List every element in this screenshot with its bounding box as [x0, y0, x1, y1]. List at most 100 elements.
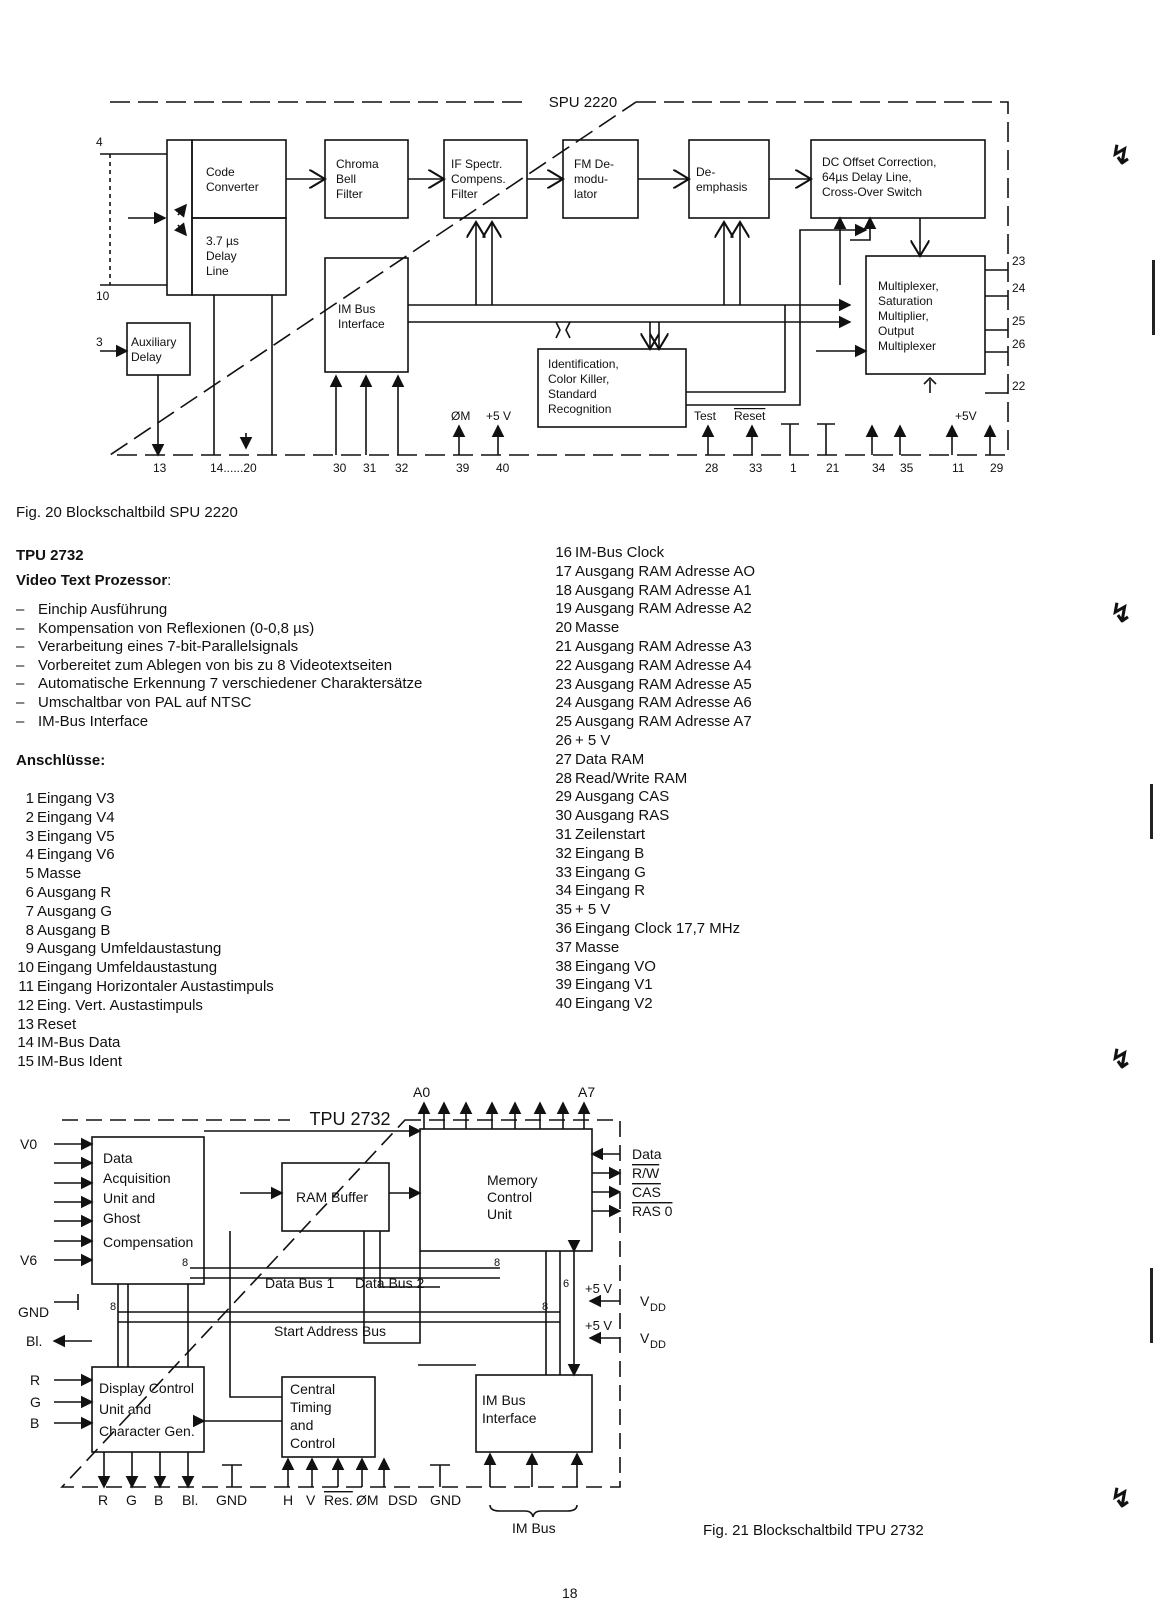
address-a0-label: A0	[413, 1084, 430, 1100]
pin-label: Ausgang RAM Adresse A7	[575, 713, 752, 731]
pin-13: 13	[153, 461, 167, 475]
auxiliary-delay-block	[126, 322, 191, 376]
pin-number: 16	[555, 544, 572, 561]
memory-label-2: Control	[487, 1189, 532, 1205]
pin-label: + 5 V	[575, 731, 611, 749]
pin-label: Eingang Clock 17,7 MHz	[575, 919, 741, 937]
fm-demod-label-1: FM De-	[574, 157, 614, 171]
signal-5v-a: +5 V	[486, 409, 511, 423]
im-bus-label-2: Interface	[338, 317, 385, 331]
pin-label: Ausgang B	[37, 921, 111, 939]
bottom-signal-h: H	[283, 1492, 293, 1508]
pin-number: 15	[17, 1053, 34, 1071]
pin-label: Zeilenstart	[575, 825, 646, 843]
pin-30: 30	[333, 461, 347, 475]
if-spectr-label-1: IF Spectr.	[451, 157, 502, 171]
feature-item: IM-Bus Interface	[16, 713, 422, 732]
mux-label-2: Saturation	[878, 294, 933, 308]
pin-number: 27	[555, 750, 572, 768]
pin-number: 18	[555, 581, 572, 599]
bus-width-3: 8	[110, 1301, 116, 1313]
bus-width-4: 8	[542, 1301, 548, 1313]
right-signal-cas: CAS	[632, 1184, 661, 1200]
fm-demod-label-2: modu-	[574, 172, 608, 186]
display-label-1: Display Control	[99, 1380, 194, 1396]
feature-item: Umschaltbar von PAL auf NTSC	[16, 694, 422, 713]
vdd-b-sub: DD	[650, 1339, 666, 1351]
bottom-signal-res: Res.	[324, 1492, 353, 1508]
margin-bar	[1152, 260, 1155, 335]
pin-label: IM-Bus Clock	[575, 544, 665, 561]
timing-label-3: and	[290, 1417, 313, 1433]
im-bus-label-2: Interface	[482, 1410, 537, 1426]
pin-number: 14	[17, 1034, 34, 1052]
code-converter-label-1: Code	[206, 165, 235, 179]
pin-label: Eing. Vert. Austastimpuls	[37, 996, 203, 1014]
pin-label: Eingang B	[575, 844, 645, 862]
bottom-signal-phim: ØM	[356, 1492, 379, 1508]
pin-29: 29	[990, 461, 1004, 475]
pin-number: 10	[17, 959, 34, 977]
dc-offset-label-3: Cross-Over Switch	[822, 185, 922, 199]
pin-32: 32	[395, 461, 409, 475]
tpu-title: TPU 2732	[16, 547, 84, 564]
pin-label: Ausgang RAM Adresse A3	[575, 637, 752, 655]
pin-number: 30	[555, 807, 572, 825]
pin-label: Eingang V4	[37, 808, 115, 826]
feature-list: Einchip Ausführung Kompensation von Refl…	[16, 601, 422, 731]
plus5v-b: +5 V	[585, 1318, 612, 1333]
signal-reset: Reset	[734, 409, 766, 423]
feature-item: Automatische Erkennung 7 verschiedener C…	[16, 675, 422, 694]
vdd-b: V	[640, 1330, 650, 1346]
pin-label: IM-Bus Ident	[37, 1053, 123, 1071]
chroma-label-3: Filter	[336, 187, 363, 201]
pin-list-item: 26+ 5 V	[550, 732, 755, 751]
pin-number: 40	[555, 995, 572, 1013]
figure-21-caption: Fig. 21 Blockschaltbild TPU 2732	[703, 1522, 924, 1539]
pin-number: 25	[555, 713, 572, 731]
timing-label-2: Timing	[290, 1399, 332, 1415]
signal-5v-b: +5V	[955, 409, 977, 423]
figure-20-caption: Fig. 20 Blockschaltbild SPU 2220	[16, 504, 238, 521]
pin-22: 22	[1012, 379, 1026, 393]
central-timing-block	[281, 1376, 376, 1458]
right-signal-data: Data	[632, 1146, 662, 1162]
mux-label-4: Output	[878, 324, 915, 338]
pin-label: Ausgang R	[37, 883, 112, 901]
data-acq-label-1: Data	[103, 1150, 133, 1166]
address-a7-label: A7	[578, 1084, 595, 1100]
code-converter-block	[191, 139, 287, 219]
pin-label: Ausgang RAM Adresse A2	[575, 600, 752, 618]
im-bus-interface-block	[475, 1374, 593, 1453]
pin-23: 23	[1012, 254, 1026, 268]
pin-number: 13	[17, 1015, 34, 1033]
pin-number: 21	[555, 637, 572, 655]
left-signal-gnd: GND	[18, 1304, 49, 1320]
pin-number: 6	[25, 883, 34, 901]
data-bus-1-label: Data Bus 1	[265, 1275, 334, 1291]
delay-line-label-1: 3.7 µs	[206, 234, 239, 248]
delay-line-block	[191, 217, 287, 296]
bottom-signal-bl: Bl.	[182, 1492, 198, 1508]
pin-label: Ausgang G	[37, 902, 113, 920]
data-acq-label-5: Compensation	[103, 1234, 193, 1250]
ident-label-1: Identification,	[548, 357, 619, 371]
pin-number: 12	[17, 996, 34, 1014]
left-signal-g: G	[30, 1394, 41, 1410]
ident-label-4: Recognition	[548, 402, 611, 416]
pin-number: 11	[18, 977, 34, 995]
pin-number: 29	[555, 788, 572, 806]
pin-label: IM-Bus Data	[37, 1034, 121, 1052]
tpu-chip-title: TPU 2732	[309, 1109, 390, 1129]
plus5v-a: +5 V	[585, 1281, 612, 1296]
